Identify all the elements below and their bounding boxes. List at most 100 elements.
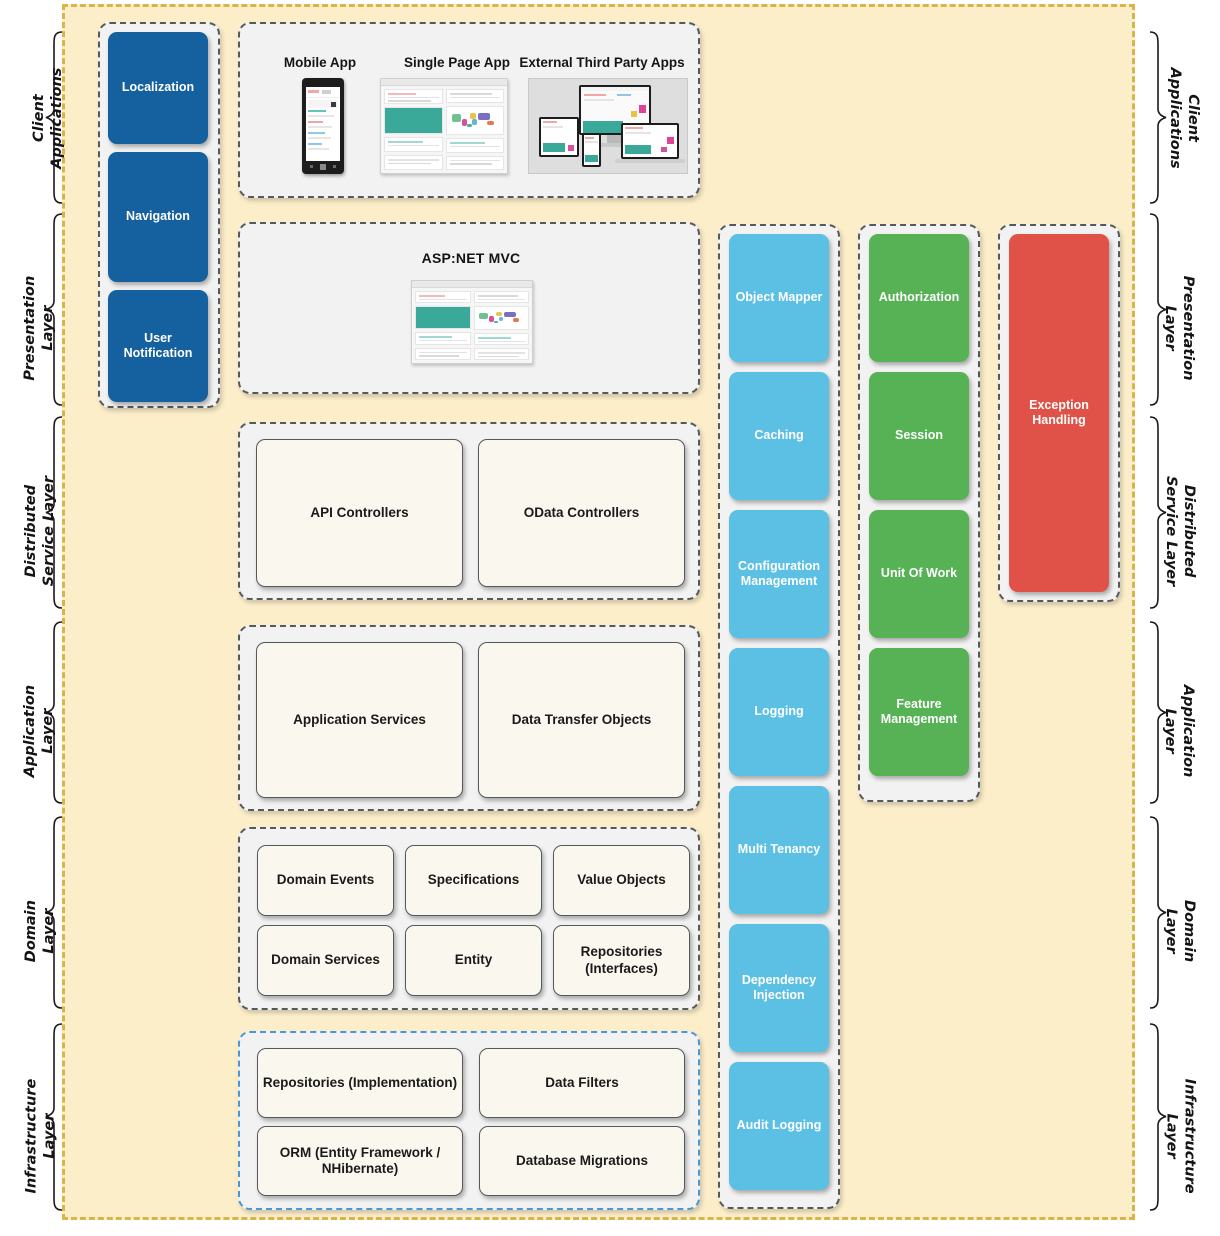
card-label-line-2: Management xyxy=(880,712,958,726)
card-label: Repositories (Implementation) xyxy=(262,1074,458,1090)
card-api-controllers[interactable]: API Controllers xyxy=(256,439,463,587)
card-authorization[interactable]: Authorization xyxy=(869,234,969,362)
dashboard-right-column xyxy=(445,89,504,171)
presentation-layer-group: ASP:NET MVC xyxy=(238,222,700,394)
multi-device-thumbnail xyxy=(528,78,688,174)
card-label: Session xyxy=(895,428,943,443)
left-ui-concerns-group: Localization Navigation User Notificatio… xyxy=(98,22,220,408)
label-line-2: Layer xyxy=(41,908,57,954)
tablet-icon xyxy=(539,117,579,157)
label-line-1: Infrastructure xyxy=(23,1078,40,1194)
card-label: Localization xyxy=(121,80,195,95)
brace-left-client-applications xyxy=(45,31,63,204)
distributed-service-layer-group: API Controllers OData Controllers xyxy=(238,422,700,600)
layer-label-client-applications: Client Applications xyxy=(30,58,66,178)
card-label: Specifications xyxy=(427,872,520,888)
label-line-1: Client xyxy=(30,94,47,142)
card-logging[interactable]: Logging xyxy=(729,648,829,776)
card-localization[interactable]: Localization xyxy=(108,32,208,144)
label-line-1: Domain xyxy=(22,900,39,963)
card-specifications[interactable]: Specifications xyxy=(405,845,542,916)
card-repositories-implementation[interactable]: Repositories (Implementation) xyxy=(257,1048,463,1118)
card-label-line-1: User xyxy=(144,330,172,345)
card-entity[interactable]: Entity xyxy=(405,925,542,996)
layer-label-presentation-layer: Presentation Layer xyxy=(21,263,57,393)
label-line-2: Layer xyxy=(1162,305,1178,351)
label-line-1: Application xyxy=(21,684,38,778)
dashboard-tile xyxy=(384,155,443,170)
laptop-icon xyxy=(621,123,679,159)
card-data-filters[interactable]: Data Filters xyxy=(479,1048,685,1118)
label-line-1: Distributed xyxy=(1181,484,1198,578)
card-feature-management[interactable]: Feature Management xyxy=(869,648,969,776)
card-label-line-1: Configuration xyxy=(738,558,820,573)
card-label: Configuration Management xyxy=(738,559,820,590)
layer-label-domain-layer: Domain Layer xyxy=(22,871,58,991)
label-line-2: Applications xyxy=(49,67,65,169)
card-repositories-interfaces[interactable]: Repositories (Interfaces) xyxy=(553,925,690,996)
card-configuration-management[interactable]: Configuration Management xyxy=(729,510,829,638)
label-line-1: Infrastructure xyxy=(1181,1078,1198,1194)
layer-label-right-distributed-service-layer: Distributed Service Layer xyxy=(1162,461,1198,601)
card-label: Logging xyxy=(754,704,804,719)
card-label: Unit Of Work xyxy=(880,566,958,581)
monitor-base xyxy=(593,143,637,147)
label-line-1: Domain xyxy=(1181,900,1198,963)
layer-label-right-presentation-layer: Presentation Layer xyxy=(1161,263,1197,393)
dashboard-tile xyxy=(415,347,471,361)
card-data-transfer-objects[interactable]: Data Transfer Objects xyxy=(478,642,685,798)
card-audit-logging[interactable]: Audit Logging xyxy=(729,1062,829,1190)
mobile-phone-thumbnail xyxy=(302,78,344,174)
small-phone-icon xyxy=(582,133,601,167)
card-label-line-1: Exception xyxy=(1029,397,1089,412)
card-domain-events[interactable]: Domain Events xyxy=(257,845,394,916)
dashboard-world-map xyxy=(473,306,529,330)
label-line-2: Service Layer xyxy=(1163,475,1179,587)
dashboard-tile xyxy=(445,89,504,104)
card-unit-of-work[interactable]: Unit Of Work xyxy=(869,510,969,638)
label-line-1: Distributed xyxy=(22,484,39,578)
dashboard-tile xyxy=(473,348,529,360)
card-label: Caching xyxy=(754,428,804,443)
dashboard-body xyxy=(412,288,532,363)
card-object-mapper[interactable]: Object Mapper xyxy=(729,234,829,362)
laptop-base xyxy=(615,159,685,163)
dashboard-tile xyxy=(415,291,471,304)
red-cross-cutting-group: Exception Handling xyxy=(998,224,1120,602)
card-session[interactable]: Session xyxy=(869,372,969,500)
label-line-2: Layer xyxy=(41,1113,58,1159)
label-line-1: Client xyxy=(1185,94,1202,142)
layer-label-right-domain-layer: Domain Layer xyxy=(1162,871,1198,991)
card-application-services[interactable]: Application Services xyxy=(256,642,463,798)
aspnet-mvc-title: ASP:NET MVC xyxy=(421,250,521,266)
card-dependency-injection[interactable]: Dependency Injection xyxy=(729,924,829,1052)
card-navigation[interactable]: Navigation xyxy=(108,152,208,282)
dashboard-left-column xyxy=(415,291,471,361)
card-database-migrations[interactable]: Database Migrations xyxy=(479,1126,685,1196)
green-cross-cutting-group: Authorization Session Unit Of Work Featu… xyxy=(858,224,980,802)
brace-right-domain-layer xyxy=(1149,816,1167,1009)
dashboard-tile xyxy=(445,155,504,171)
card-label-line-1: ORM (Entity Framework / xyxy=(279,1144,441,1160)
dashboard-area-chart xyxy=(384,106,443,135)
dashboard-tile xyxy=(384,89,443,104)
dashboard-tile xyxy=(473,333,529,345)
card-orm[interactable]: ORM (Entity Framework / NHibernate) xyxy=(257,1126,463,1196)
card-multi-tenancy[interactable]: Multi Tenancy xyxy=(729,786,829,914)
card-label-line-1: Dependency xyxy=(741,972,817,987)
card-domain-services[interactable]: Domain Services xyxy=(257,925,394,996)
domain-layer-group: Domain Events Specifications Value Objec… xyxy=(238,827,700,1010)
dashboard-left-column xyxy=(384,89,443,170)
card-user-notification[interactable]: User Notification xyxy=(108,290,208,402)
label-mobile-app: Mobile App xyxy=(283,55,357,70)
card-exception-handling[interactable]: Exception Handling xyxy=(1009,234,1109,592)
card-label-line-1: Repositories xyxy=(580,944,663,960)
brace-left-distributed-service-layer xyxy=(45,416,63,609)
brace-right-presentation-layer xyxy=(1149,213,1167,406)
label-line-2: Applications xyxy=(1167,67,1183,169)
card-odata-controllers[interactable]: OData Controllers xyxy=(478,439,685,587)
cyan-cross-cutting-group: Object Mapper Caching Configuration Mana… xyxy=(718,224,840,1209)
client-applications-group: Mobile App Single Page App External Thir… xyxy=(238,22,700,198)
card-caching[interactable]: Caching xyxy=(729,372,829,500)
card-value-objects[interactable]: Value Objects xyxy=(553,845,690,916)
